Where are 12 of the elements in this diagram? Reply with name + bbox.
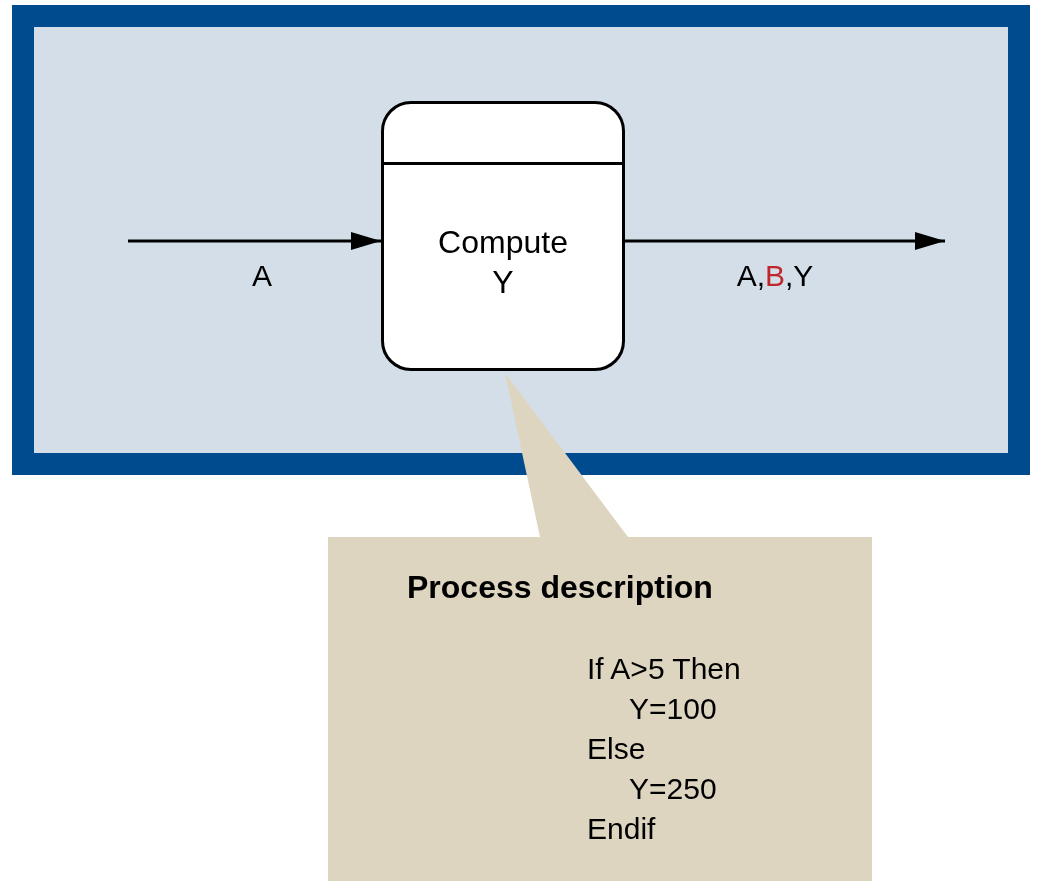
process-label: Compute Y bbox=[437, 223, 569, 302]
frame-panel bbox=[12, 5, 1030, 475]
flow-arrow bbox=[625, 232, 945, 250]
pseudocode-line: Else bbox=[587, 731, 646, 767]
callout-heading: Process description bbox=[407, 568, 713, 607]
flow-arrow bbox=[128, 232, 381, 250]
process-box bbox=[381, 101, 625, 371]
pseudocode-line: Y=250 bbox=[629, 771, 717, 807]
pseudocode-line: Y=100 bbox=[629, 691, 717, 727]
pseudocode-line: Endif bbox=[587, 811, 656, 847]
pseudocode-line: If A>5 Then bbox=[587, 651, 741, 687]
callout-box bbox=[328, 371, 872, 881]
